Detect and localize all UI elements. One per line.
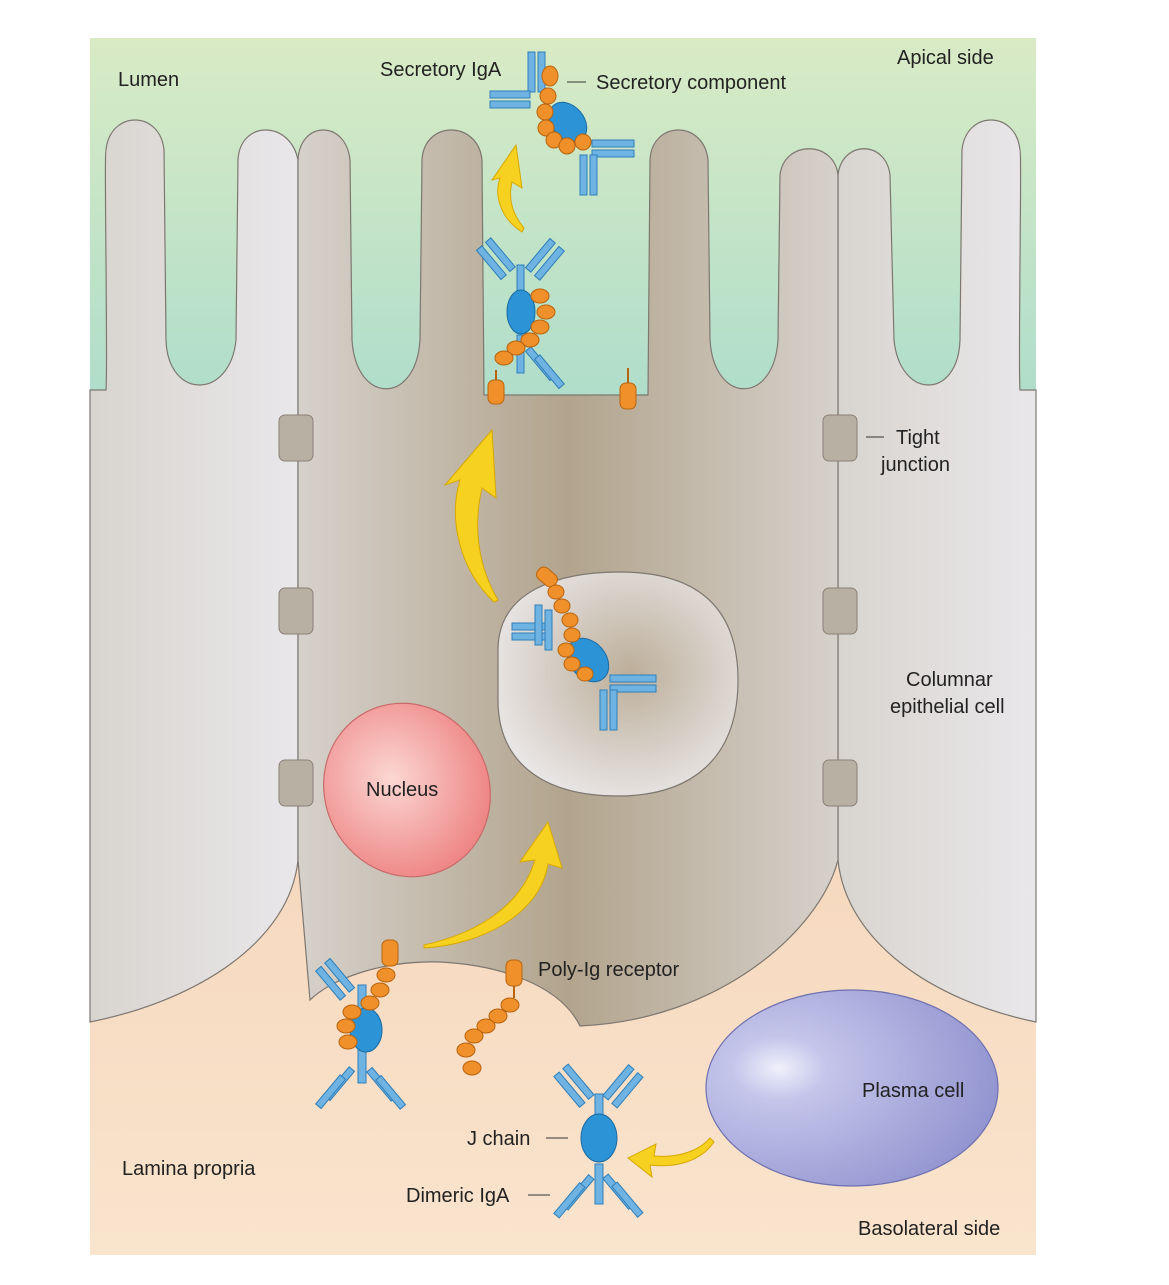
poly-ig-receptor-icon bbox=[456, 959, 523, 1076]
columnar-cell-label-line1: Columnar bbox=[906, 669, 993, 691]
dimeric-iga-antibody-icon bbox=[553, 1063, 644, 1219]
leader-lines bbox=[528, 81, 884, 1196]
secretory-iga-label: Secretory IgA bbox=[380, 59, 502, 81]
left-epithelial-cell bbox=[89, 119, 299, 1023]
tight-junction-left-2 bbox=[278, 587, 314, 635]
tight-junction-right-3 bbox=[822, 759, 858, 807]
columnar-cell-label-line2: epithelial cell bbox=[890, 696, 1005, 718]
dimeric-iga-label: Dimeric IgA bbox=[406, 1185, 510, 1207]
tight-junction-left-3 bbox=[278, 759, 314, 807]
arrow-to-vesicle-icon bbox=[423, 820, 563, 949]
arrow-to-apical-icon bbox=[443, 428, 499, 603]
arrow-from-plasma-cell-icon bbox=[627, 1137, 715, 1179]
tight-junction-right-1 bbox=[822, 414, 858, 462]
nucleus-label: Nucleus bbox=[366, 779, 438, 801]
vesicle-iga-complex-icon bbox=[511, 566, 657, 731]
plasma-cell-label: Plasma cell bbox=[862, 1080, 964, 1102]
transport-arrows bbox=[423, 143, 715, 1179]
secretory-component-label: Secretory component bbox=[596, 72, 787, 94]
lumen-label: Lumen bbox=[118, 69, 179, 91]
j-chain-icon bbox=[580, 1113, 618, 1163]
apical-iga-complex-icon bbox=[475, 237, 565, 405]
arrow-to-lumen-icon bbox=[490, 143, 525, 233]
cleaved-receptor-stub-icon bbox=[619, 368, 637, 410]
tight-junction-label-line2: junction bbox=[880, 454, 950, 476]
apical-side-label: Apical side bbox=[897, 47, 994, 69]
tight-junction-left-1 bbox=[278, 414, 314, 462]
nucleus bbox=[323, 702, 491, 878]
tight-junction-label-line1: Tight bbox=[896, 427, 940, 449]
lamina-propria-label: Lamina propria bbox=[122, 1158, 256, 1180]
basolateral-iga-receptor-complex-icon bbox=[315, 939, 407, 1110]
transport-vesicle bbox=[497, 571, 739, 797]
plasma-cell bbox=[705, 989, 999, 1187]
poly-ig-receptor-label: Poly-Ig receptor bbox=[538, 959, 680, 981]
secretory-iga-icon bbox=[489, 51, 635, 196]
right-epithelial-cell bbox=[837, 119, 1037, 1023]
j-chain-label: J chain bbox=[467, 1128, 530, 1150]
basolateral-side-label: Basolateral side bbox=[858, 1218, 1000, 1240]
tight-junctions bbox=[278, 414, 858, 807]
tight-junction-right-2 bbox=[822, 587, 858, 635]
